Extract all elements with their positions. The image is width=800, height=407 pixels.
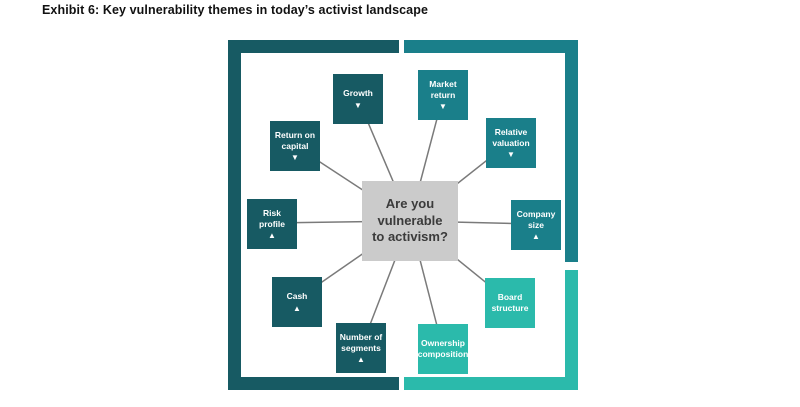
exhibit-title: Exhibit 6: Key vulnerability themes in t… bbox=[42, 3, 429, 17]
arrow-down-icon: ▼ bbox=[291, 153, 299, 163]
node-label: Cash bbox=[286, 291, 308, 302]
node-label: Ownership composition bbox=[417, 338, 469, 359]
arrow-down-icon: ▼ bbox=[439, 102, 447, 112]
frame-segment-light-bottom bbox=[404, 377, 578, 390]
center-question-box: Are you vulnerable to activism? bbox=[362, 181, 458, 261]
node-label: Market return bbox=[429, 78, 457, 100]
node-label: Return on capital bbox=[274, 129, 316, 151]
node-number-of-segments: Number of segments ▲ bbox=[336, 323, 386, 373]
arrow-up-icon: ▲ bbox=[293, 303, 301, 313]
node-ownership-composition: Ownership composition bbox=[418, 324, 468, 374]
frame-segment-dark-left bbox=[228, 40, 241, 390]
node-label: Growth bbox=[343, 88, 373, 99]
node-board-structure: Board structure bbox=[485, 278, 535, 328]
frame-segment-medium-top bbox=[404, 40, 578, 53]
node-cash: Cash ▲ bbox=[272, 277, 322, 327]
node-return-on-capital: Return on capital ▼ bbox=[270, 121, 320, 171]
arrow-up-icon: ▲ bbox=[268, 231, 276, 241]
arrow-down-icon: ▼ bbox=[354, 100, 362, 110]
node-label: Relative valuation bbox=[492, 126, 530, 148]
frame-segment-light-right bbox=[565, 270, 578, 390]
node-relative-valuation: Relative valuation ▼ bbox=[486, 118, 536, 168]
node-market-return: Market return ▼ bbox=[418, 70, 468, 120]
node-label: Board structure bbox=[491, 292, 529, 313]
frame-segment-medium-right bbox=[565, 40, 578, 262]
node-risk-profile: Risk profile ▲ bbox=[247, 199, 297, 249]
frame-segment-dark-top bbox=[228, 40, 399, 53]
node-label: Company size bbox=[516, 208, 556, 230]
arrow-up-icon: ▲ bbox=[532, 232, 540, 242]
node-company-size: Company size ▲ bbox=[511, 200, 561, 250]
frame-segment-dark-bottom bbox=[228, 377, 399, 390]
node-label: Risk profile bbox=[259, 207, 285, 229]
node-growth: Growth ▼ bbox=[333, 74, 383, 124]
node-label: Number of segments bbox=[339, 331, 383, 353]
arrow-down-icon: ▼ bbox=[507, 150, 515, 160]
center-question-label: Are you vulnerable to activism? bbox=[372, 195, 448, 245]
arrow-up-icon: ▲ bbox=[357, 355, 365, 365]
